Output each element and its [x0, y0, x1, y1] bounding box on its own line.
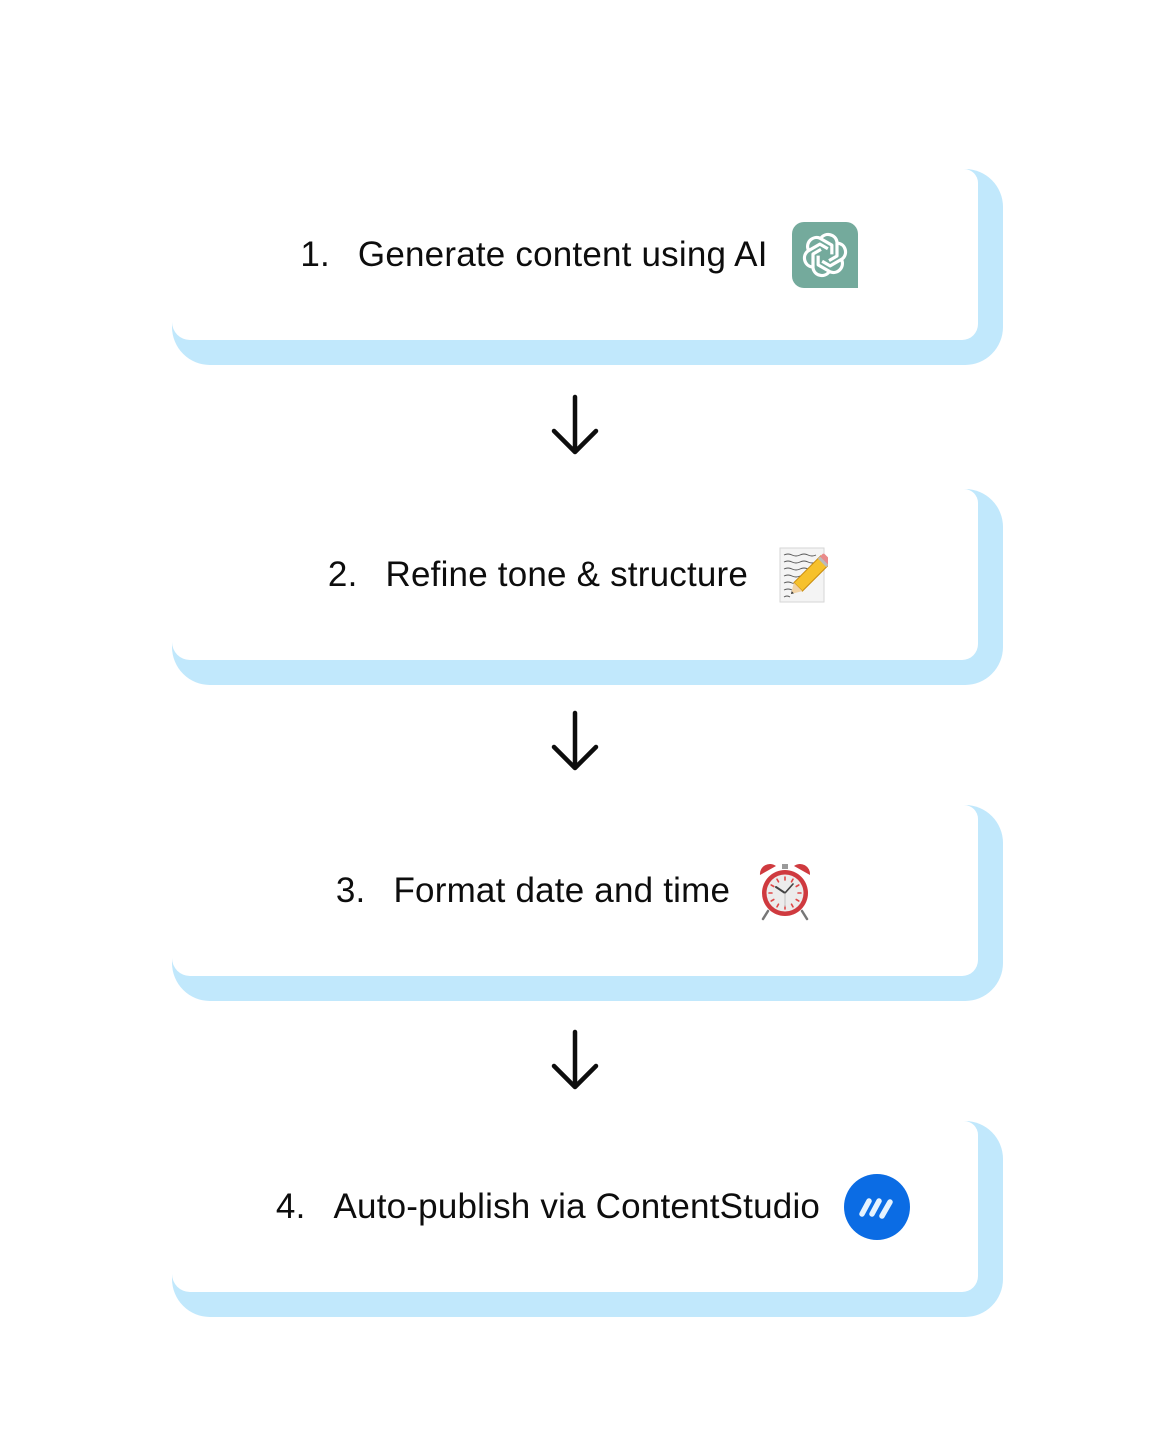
arrow-down-icon	[551, 394, 599, 455]
memo-pencil-icon	[778, 547, 829, 603]
step-card: 1. Generate content using AI	[172, 169, 978, 340]
arrow-down-icon	[551, 710, 599, 771]
step-number: 4.	[275, 1186, 306, 1226]
step-label: Auto-publish via ContentStudio	[333, 1186, 821, 1226]
step-card: 4. Auto-publish via ContentStudio	[172, 1121, 978, 1292]
step-number: 2.	[327, 554, 358, 594]
step-label: Refine tone & structure	[385, 554, 749, 594]
step-number: 1.	[300, 234, 330, 274]
step-1: 1. Generate content using AI	[172, 169, 1003, 365]
openai-logo-icon	[791, 221, 858, 288]
arrow-down-icon	[551, 1029, 599, 1090]
contentstudio-logo-icon	[844, 1173, 911, 1240]
step-number: 3.	[335, 870, 366, 910]
step-label: Generate content using AI	[357, 234, 768, 274]
step-label: Format date and time	[393, 870, 731, 910]
step-4: 4. Auto-publish via ContentStudio	[172, 1121, 1003, 1317]
step-card: 3. Format date and time	[172, 805, 978, 976]
step-2: 2. Refine tone & structure	[172, 489, 1003, 685]
step-card: 2. Refine tone & structure	[172, 489, 978, 660]
alarm-clock-icon	[756, 861, 814, 921]
step-3: 3. Format date and time	[172, 805, 1003, 1001]
